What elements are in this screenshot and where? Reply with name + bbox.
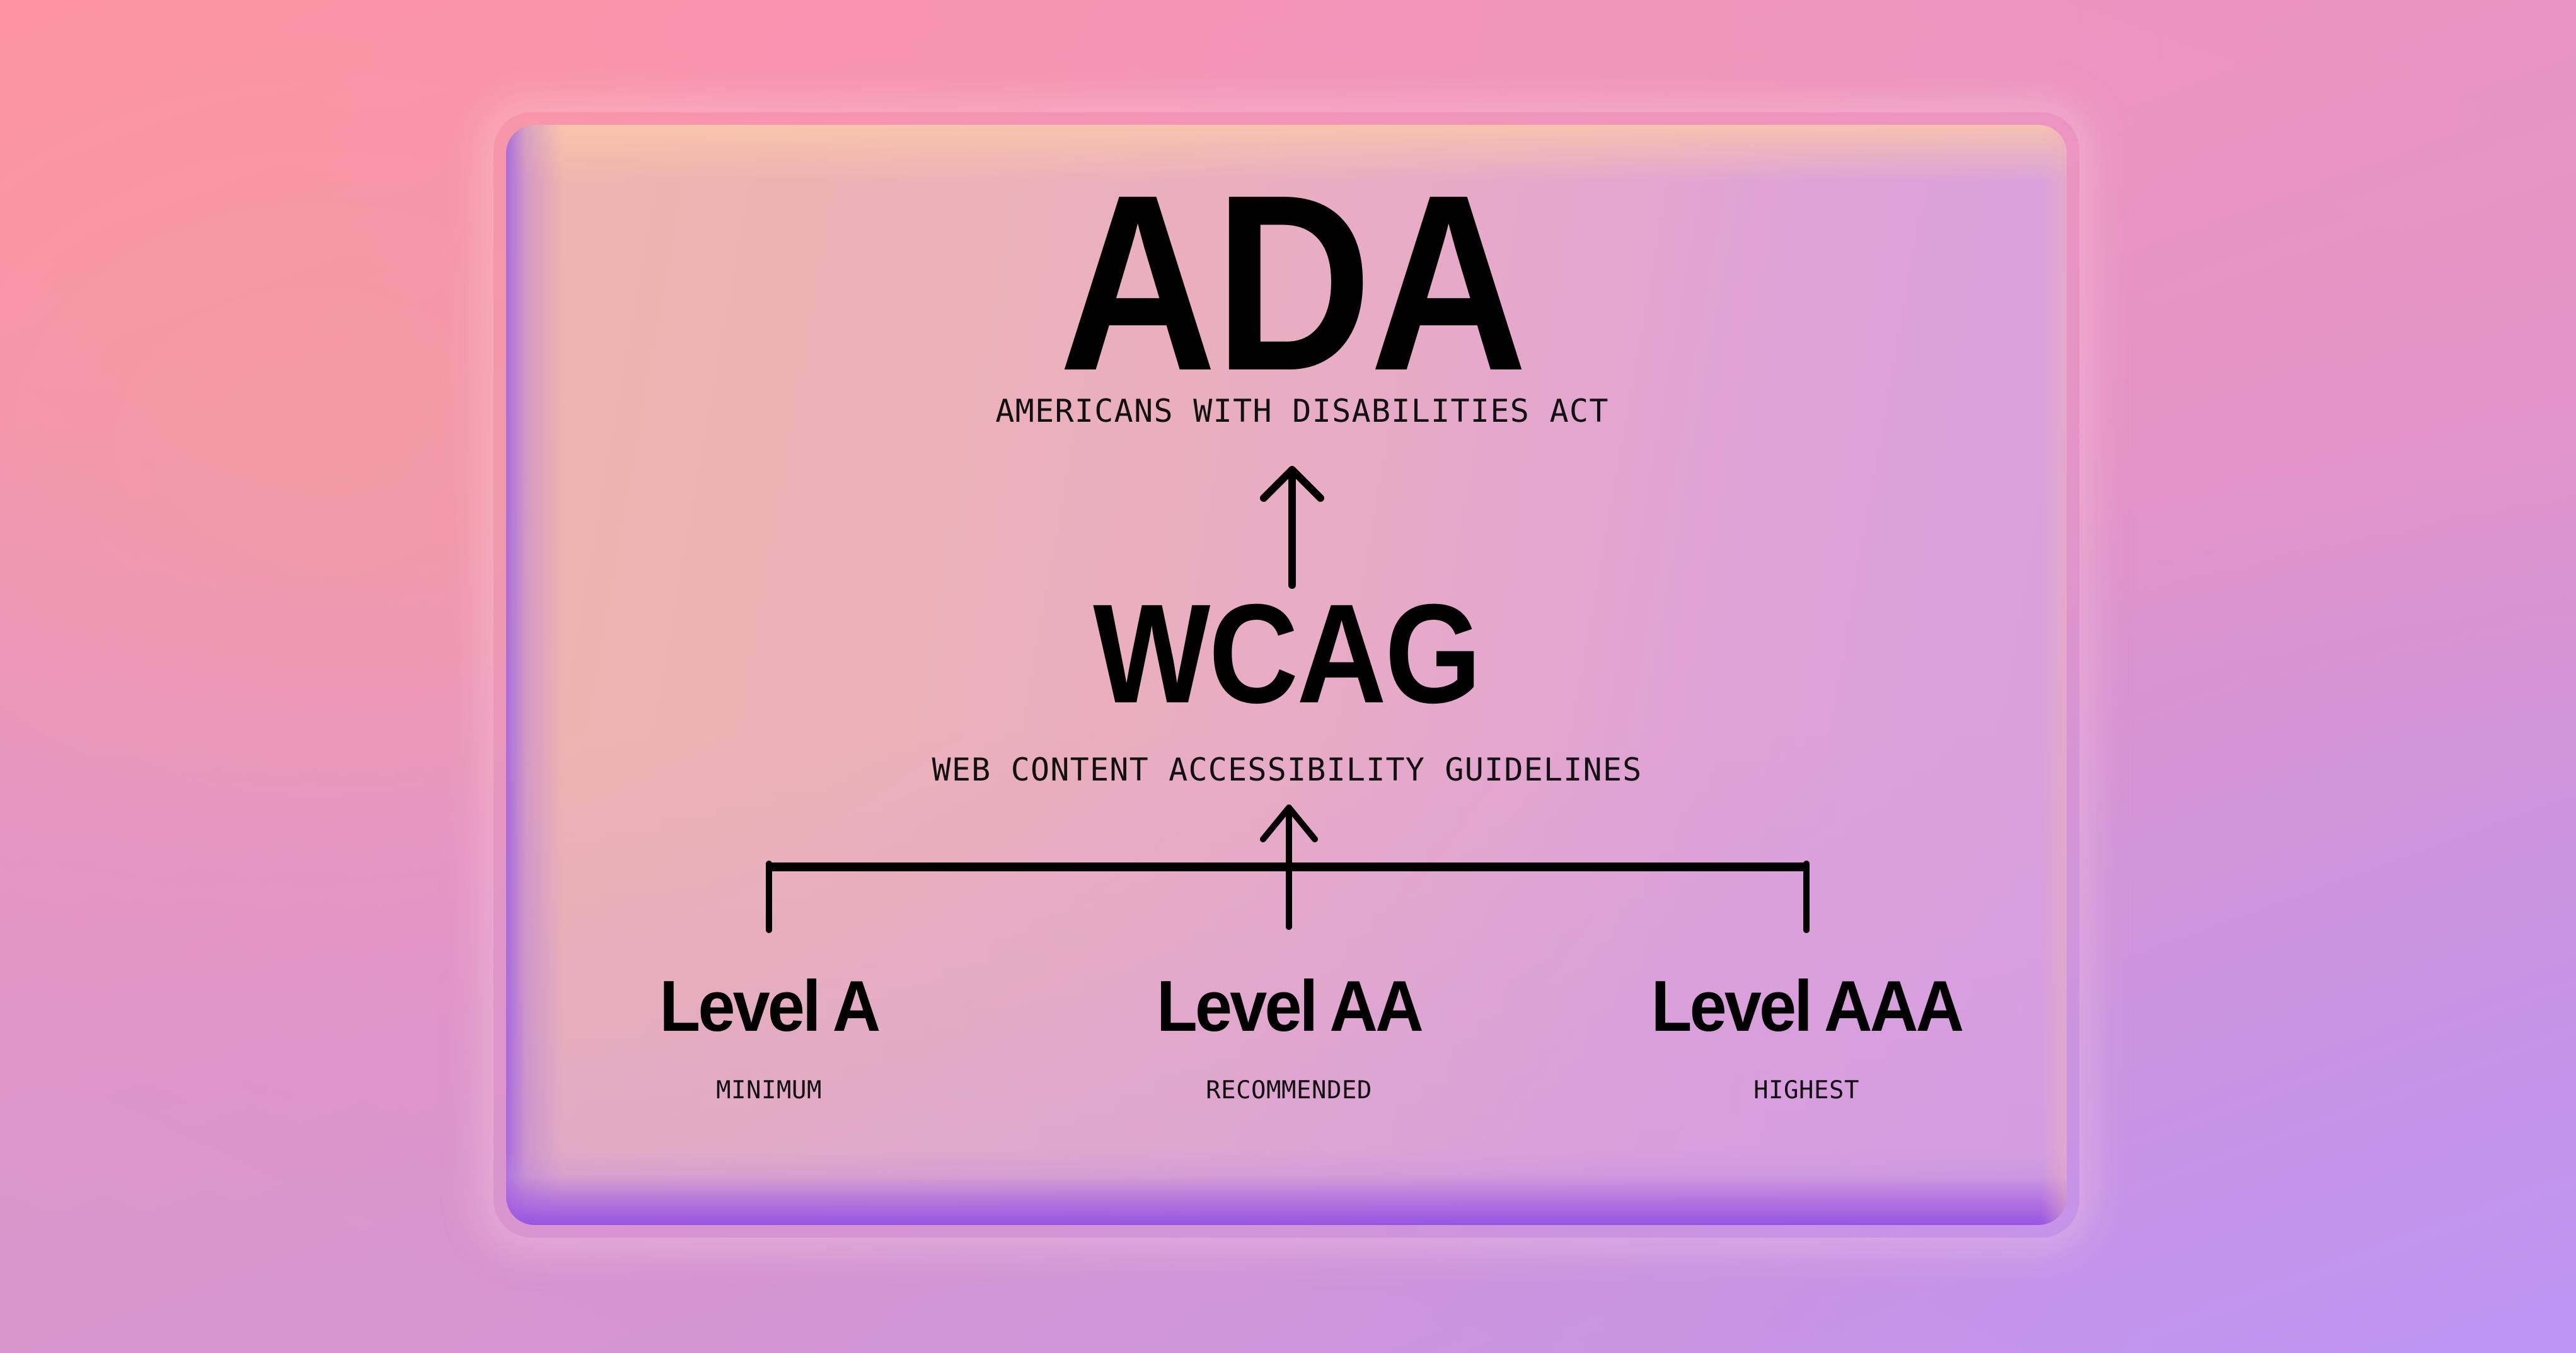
wcag-subtitle: WEB CONTENT ACCESSIBILITY GUIDELINES xyxy=(932,752,1643,788)
level-description: RECOMMENDED xyxy=(1206,1076,1372,1105)
level-description: HIGHEST xyxy=(1753,1076,1859,1105)
level-description: MINIMUM xyxy=(716,1076,822,1105)
card-bottom-edge-shadow xyxy=(506,1149,2067,1225)
wcag-title: WCAG xyxy=(1093,575,1481,733)
level-aa-node: Level AA RECOMMENDED xyxy=(1068,971,1510,1103)
level-name: Level AA xyxy=(1156,967,1424,1047)
card-right-edge xyxy=(2042,125,2067,1225)
level-aaa-node: Level AAA HIGHEST xyxy=(1586,971,2027,1103)
level-a-node: Level A MINIMUM xyxy=(548,971,990,1103)
ada-title: ADA xyxy=(1059,143,1527,423)
ada-subtitle: AMERICANS WITH DISABILITIES ACT xyxy=(995,393,1609,429)
level-name: Level AAA xyxy=(1651,967,1965,1047)
level-name: Level A xyxy=(659,967,881,1047)
